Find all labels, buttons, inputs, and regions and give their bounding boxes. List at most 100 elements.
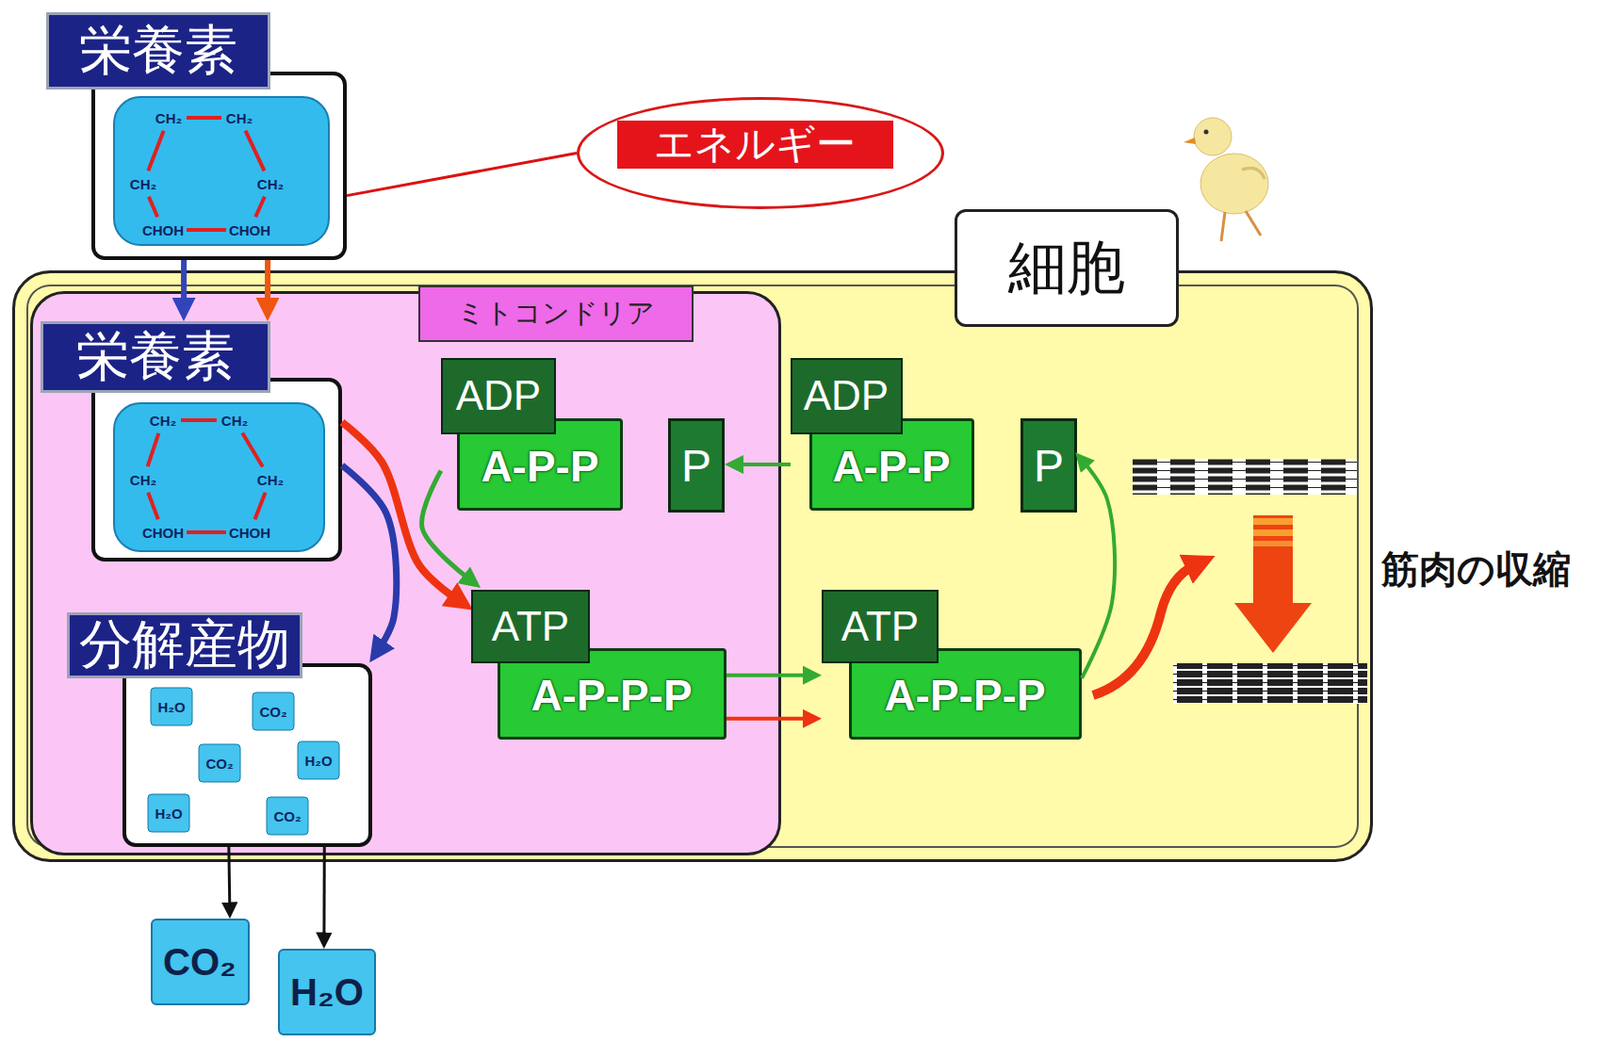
connector-arrow <box>264 260 271 306</box>
arrow-stripe <box>1253 540 1293 547</box>
product-tile <box>252 692 294 731</box>
atp-box: ATPA-P-P-P <box>821 589 1082 740</box>
node-outline <box>91 377 343 562</box>
output-box: H₂O <box>277 948 376 1036</box>
node-title: ATP <box>471 589 590 664</box>
adp-box: ADPA-P-P <box>790 357 975 511</box>
chick-eye <box>1204 130 1209 135</box>
node-text: H₂O <box>157 697 185 717</box>
node-text: CHOH <box>142 220 184 240</box>
chick-beak <box>1183 137 1196 145</box>
chick-head <box>1193 117 1232 156</box>
chick-body <box>1200 153 1269 214</box>
node-text: CH₂ <box>155 108 182 128</box>
cell-region: 栄養素CH₂CH₂CH₂CH₂CHOHCHOHADPA-P-PPATPA-P-P… <box>12 209 1373 863</box>
molecule-ring <box>114 403 325 552</box>
node-title: H₂O <box>290 965 364 1019</box>
node-title: ミトコンドリア <box>418 285 694 343</box>
nutrient-box: 栄養素 CH₂ CH₂ CH₂ CH₂ CHOH CHOH <box>46 12 347 261</box>
node-text: CH₂ <box>130 174 157 194</box>
products-box: 分解産物H₂OCO₂CO₂H₂OH₂OCO₂ <box>73 612 373 848</box>
node-title: エネルギー <box>617 120 894 169</box>
muscle-fiber-contracted <box>1173 663 1368 704</box>
connector-arrow <box>227 847 231 908</box>
connector-arrow <box>342 422 457 600</box>
node-text: A-P-P-P <box>883 669 1045 722</box>
connector-arrow <box>342 465 397 648</box>
chemical-bond <box>186 115 222 120</box>
chemical-bond <box>186 228 227 232</box>
node-title: ADP <box>790 358 903 435</box>
chemical-bond <box>147 492 159 520</box>
node-text: CH₂ <box>226 108 253 128</box>
mitochondria-region: 栄養素CH₂CH₂CH₂CH₂CHOHCHOHADPA-P-PPATPA-P-P… <box>30 285 782 856</box>
node-text: CH₂ <box>130 470 157 490</box>
chemical-bond <box>242 433 263 468</box>
chemical-bond <box>148 196 158 217</box>
node-text: CHOH <box>228 522 271 542</box>
node-text: H₂O <box>304 751 332 770</box>
node-text: CH₂ <box>257 470 284 490</box>
node-text: CH₂ <box>149 410 177 430</box>
node-text: CH₂ <box>221 410 248 430</box>
connector-arrow <box>180 260 187 306</box>
chick-leg <box>1221 212 1225 242</box>
molecule-ring <box>114 97 329 245</box>
node-text: A-P-P <box>832 440 950 493</box>
node-title: 栄養素 <box>40 321 271 393</box>
chemical-bond <box>186 530 227 535</box>
contraction-arrowhead <box>1234 603 1312 654</box>
chemical-bond <box>244 130 264 172</box>
annotation-label: 筋肉の収縮 <box>1381 546 1571 592</box>
connector-arrow <box>737 462 791 467</box>
node-text: CH₂ <box>257 174 284 194</box>
adp-box: ADPA-P-P <box>440 357 623 511</box>
chemical-bond <box>147 433 160 467</box>
output-box: CO₂ <box>150 918 250 1006</box>
connector-arrow <box>422 471 470 580</box>
node-text: CO₂ <box>273 806 301 826</box>
nutrient-box: 栄養素 CH₂ CH₂ CH₂ CH₂ CHOH CHOH <box>40 321 343 562</box>
phosphate-box: P <box>1020 418 1078 513</box>
connector-arrow <box>1081 462 1115 679</box>
node-title: P <box>1033 437 1064 494</box>
connector-arrow <box>726 717 809 721</box>
atp-box: ATPA-P-P-P <box>471 589 727 740</box>
node-title: CO₂ <box>163 935 237 989</box>
product-tile <box>297 741 340 780</box>
node-text: CHOH <box>142 522 184 542</box>
connector-arrow <box>346 153 577 196</box>
node-title: ATP <box>821 589 939 664</box>
node-title: 分解産物 <box>66 612 303 679</box>
node-title: 栄養素 <box>46 12 271 90</box>
node-title: 細胞 <box>954 209 1179 327</box>
bond-group <box>147 117 266 533</box>
chemical-bond <box>254 492 265 520</box>
connector-arrow <box>726 673 809 678</box>
chemical-bond <box>180 418 217 423</box>
product-tile <box>147 794 190 833</box>
chemical-bond <box>147 130 164 171</box>
product-tile <box>198 744 241 783</box>
energy-callout: エネルギー <box>576 97 945 210</box>
product-tile <box>266 797 309 835</box>
node-title: ADP <box>440 358 556 435</box>
contraction-arrow <box>1253 515 1293 605</box>
node-outline <box>91 71 347 261</box>
product-tile <box>150 687 193 726</box>
node-text: CHOH <box>228 220 271 240</box>
node-text: A-P-P <box>480 440 599 493</box>
chemical-bond <box>255 196 265 218</box>
energy-to-muscle-arrow <box>1093 565 1195 696</box>
node-text: CO₂ <box>259 702 287 721</box>
arrow-stripe <box>1253 518 1293 525</box>
chick-wing <box>1241 167 1265 180</box>
chick-leg <box>1245 211 1261 236</box>
node-text: H₂O <box>154 803 182 823</box>
muscle-fiber <box>1132 458 1357 495</box>
phosphate-box: P <box>668 418 725 513</box>
node-title: P <box>681 437 712 494</box>
node-text: CO₂ <box>205 753 233 773</box>
node-text: A-P-P-P <box>530 669 692 722</box>
connector-arrow <box>322 847 326 938</box>
